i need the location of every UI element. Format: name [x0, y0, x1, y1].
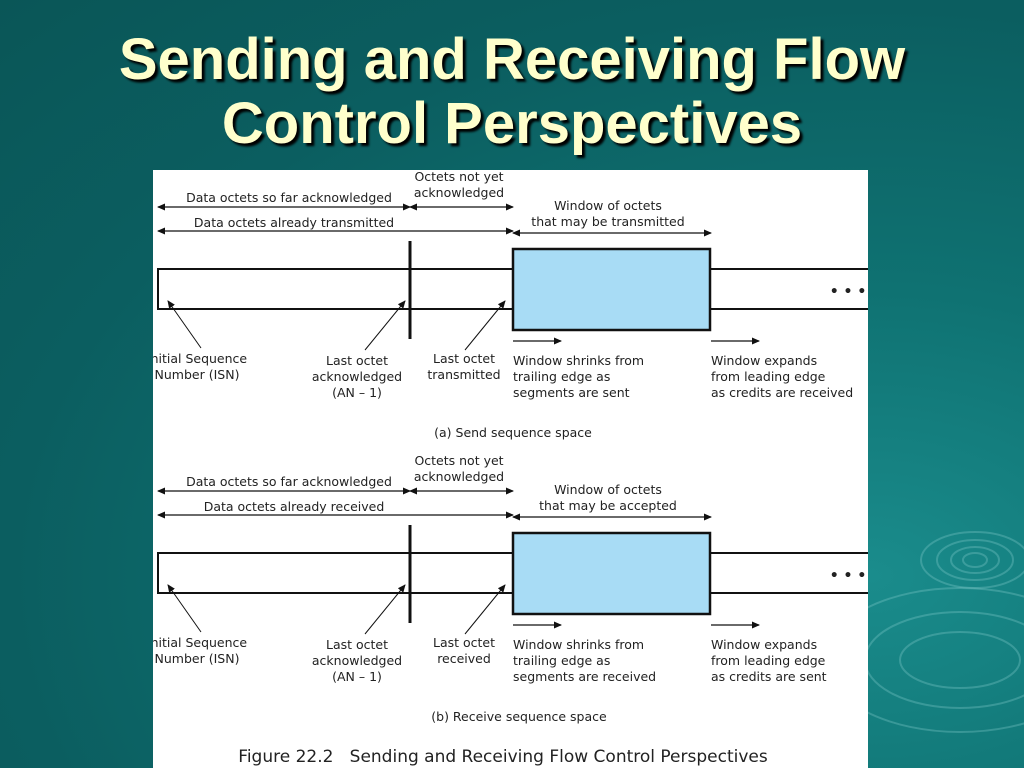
last-acked-label-2: acknowledged	[312, 653, 402, 668]
not-acked-label-1: Octets not yet	[414, 170, 503, 184]
receive-window-box	[511, 531, 712, 616]
transmitted-label: Data octets already transmitted	[194, 215, 394, 230]
window-label-1: Window of octets	[554, 482, 662, 497]
isn-label-1: Initial Sequence	[153, 635, 247, 650]
shrinks-label-3: segments are received	[513, 669, 656, 684]
isn-label-1: Initial Sequence	[153, 351, 247, 366]
shrinks-label-2: trailing edge as	[513, 369, 610, 384]
send-panel-caption: (a) Send sequence space	[434, 425, 592, 440]
continuation-ellipsis: • • •	[830, 568, 867, 584]
expands-label-3: as credits are received	[711, 385, 853, 400]
isn-pointer-arrow	[167, 300, 202, 349]
shrinks-label-2: trailing edge as	[513, 653, 610, 668]
acked-label: Data octets so far acknowledged	[186, 474, 392, 489]
expands-label-2: from leading edge	[711, 653, 826, 668]
isn-label-2: Number (ISN)	[155, 651, 240, 666]
window-label-1: Window of octets	[554, 198, 662, 213]
window-label-2: that may be transmitted	[531, 214, 684, 229]
last-tx-label-1: Last octet	[433, 351, 495, 366]
last-acked-label-1: Last octet	[326, 637, 388, 652]
isn-label-2: Number (ISN)	[155, 367, 240, 382]
last-tx-label-2: transmitted	[427, 367, 500, 382]
shrinks-label-1: Window shrinks from	[513, 353, 644, 368]
not-acked-label-1: Octets not yet	[414, 453, 503, 468]
received-label: Data octets already received	[204, 499, 385, 514]
last-rx-label-1: Last octet	[433, 635, 495, 650]
last-acked-label-1: Last octet	[326, 353, 388, 368]
expands-label-3: as credits are sent	[711, 669, 827, 684]
flow-control-figure: Data octets so far acknowledged Data oct…	[153, 170, 868, 768]
not-acked-label-2: acknowledged	[414, 185, 504, 200]
not-acked-label-2: acknowledged	[414, 469, 504, 484]
send-window-box	[511, 247, 712, 332]
receive-sequence-panel: Data octets so far acknowledged Data oct…	[153, 453, 868, 724]
expands-label-1: Window expands	[711, 353, 817, 368]
shrinks-label-3: segments are sent	[513, 385, 630, 400]
last-acked-pointer-arrow	[364, 300, 406, 351]
last-rx-pointer-arrow	[464, 584, 506, 635]
shrinks-label-1: Window shrinks from	[513, 637, 644, 652]
slide-title-line-1: Sending and Receiving Flow	[118, 27, 906, 92]
receive-panel-caption: (b) Receive sequence space	[431, 709, 607, 724]
continuation-ellipsis: • • •	[830, 284, 867, 300]
figure-caption: Figure 22.2 Sending and Receiving Flow C…	[238, 747, 768, 767]
last-acked-label-3: (AN – 1)	[332, 385, 382, 400]
last-rx-label-2: received	[437, 651, 491, 666]
send-sequence-panel: Data octets so far acknowledged Data oct…	[153, 170, 868, 440]
expands-label-1: Window expands	[711, 637, 817, 652]
last-acked-label-3: (AN – 1)	[332, 669, 382, 684]
last-acked-label-2: acknowledged	[312, 369, 402, 384]
expands-label-2: from leading edge	[711, 369, 826, 384]
last-acked-pointer-arrow	[364, 584, 406, 635]
slide-title-line-2: Control Perspectives	[221, 91, 803, 156]
isn-pointer-arrow	[167, 584, 202, 633]
slide-title: Sending and Receiving Flow Control Persp…	[0, 28, 1024, 156]
acked-label: Data octets so far acknowledged	[186, 190, 392, 205]
window-label-2: that may be accepted	[539, 498, 677, 513]
last-tx-pointer-arrow	[464, 300, 506, 351]
